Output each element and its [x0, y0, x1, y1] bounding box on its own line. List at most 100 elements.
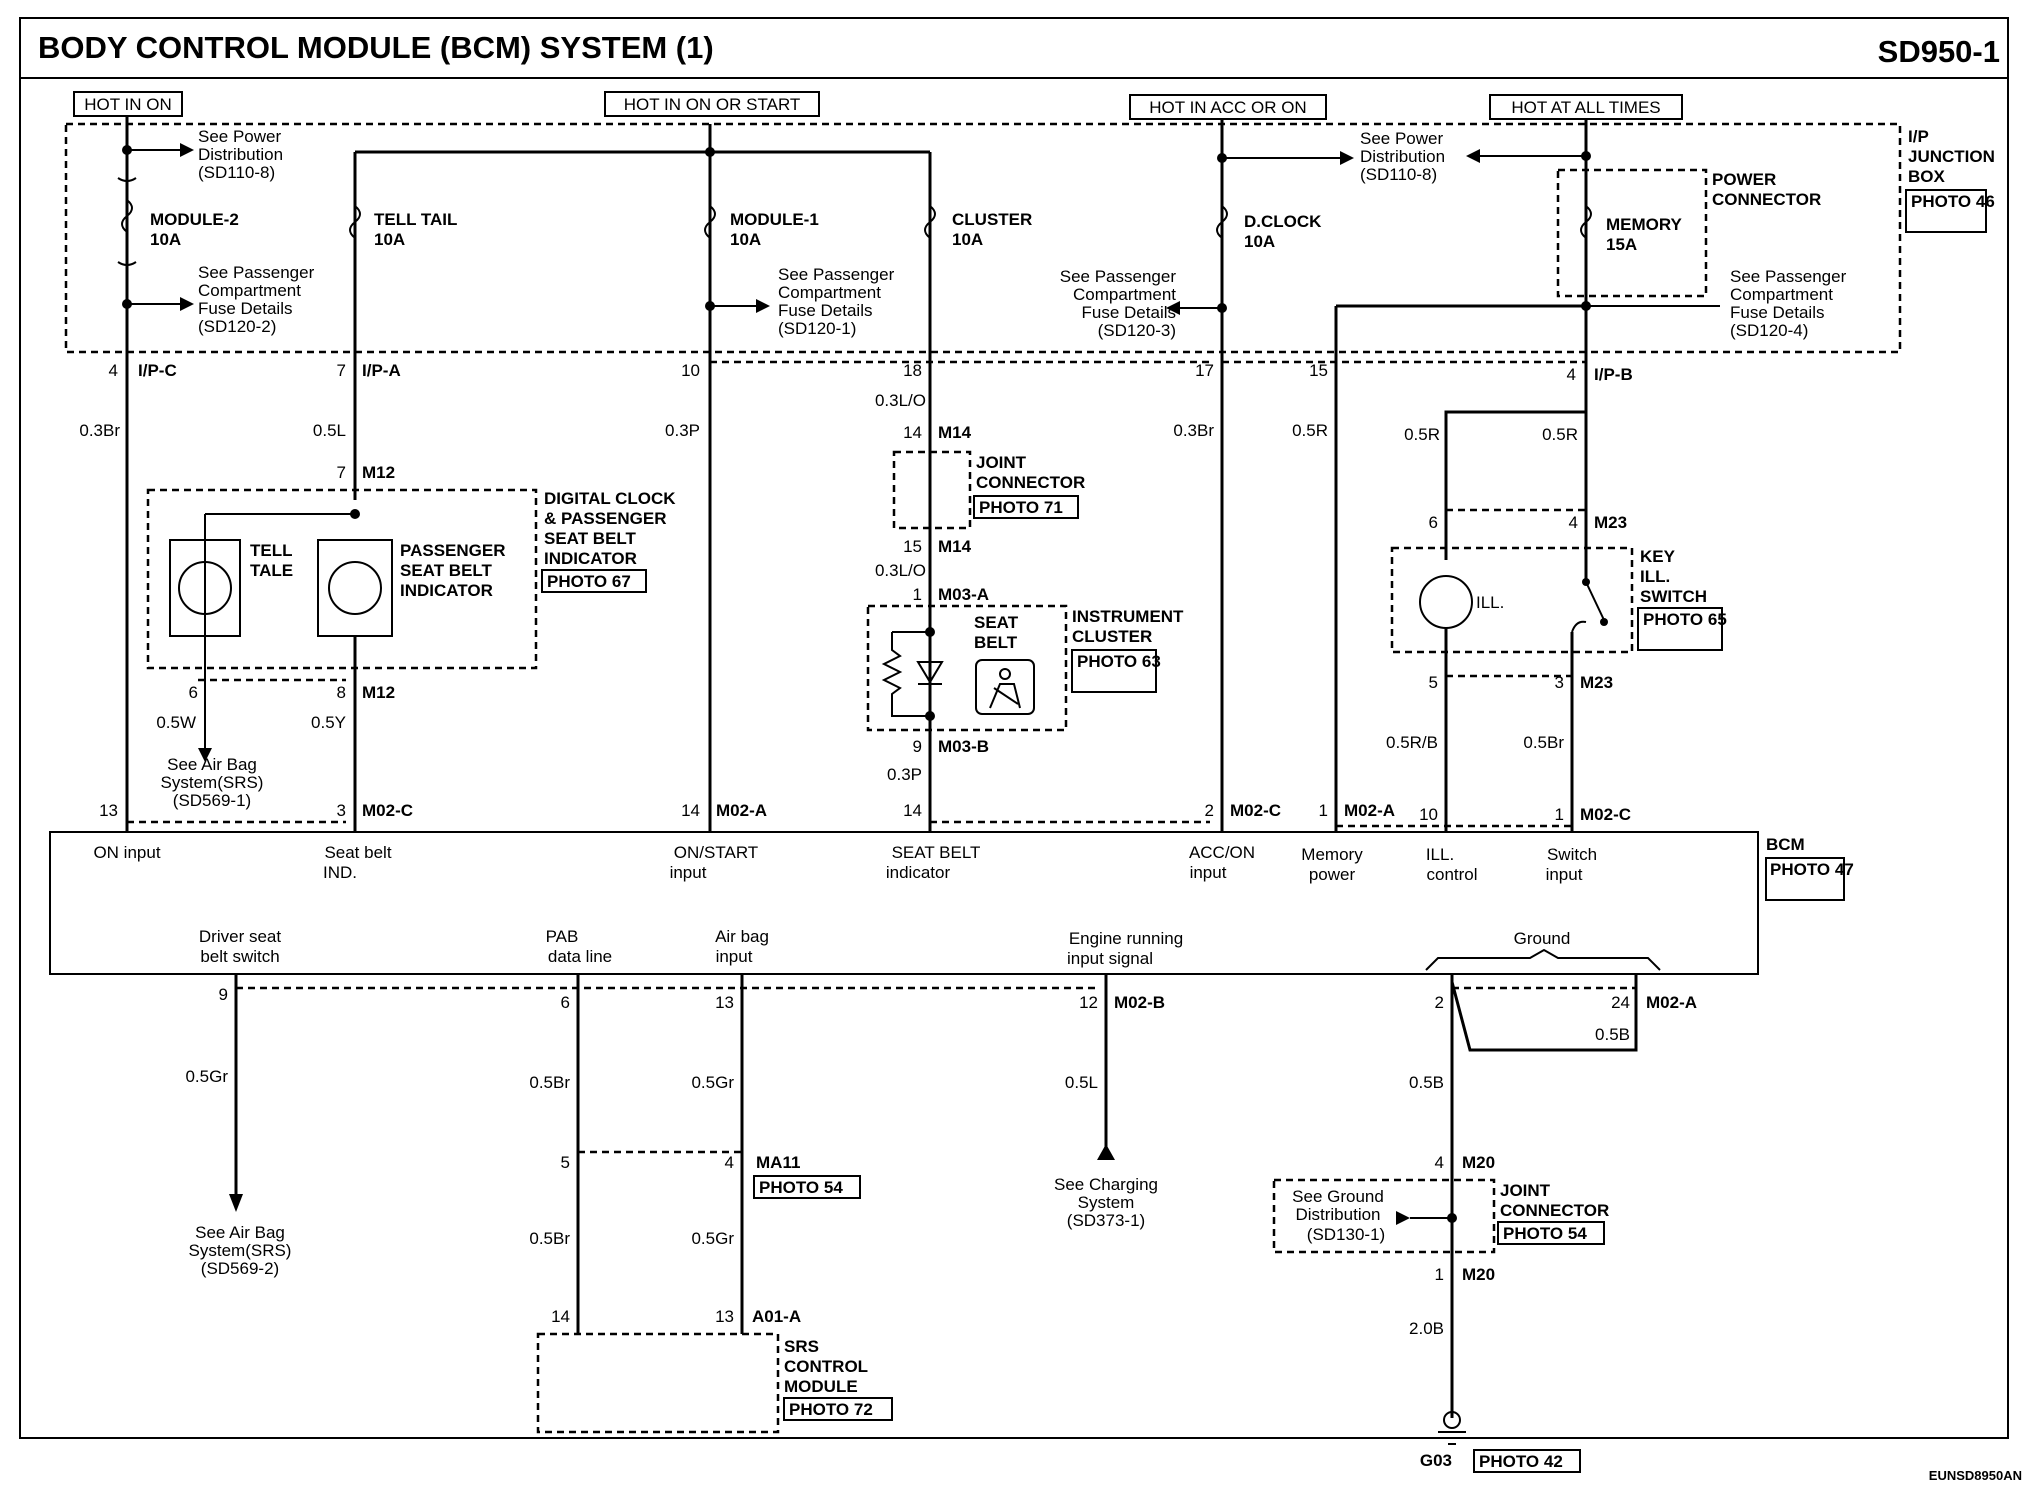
fuse-name: D.CLOCK	[1244, 212, 1322, 231]
ground-bracket	[1425, 948, 1661, 971]
bcm-pin-label: PAB	[546, 927, 579, 946]
joint-connector-label-2: CONNECTOR	[976, 473, 1085, 492]
wire-color: 0.3Br	[79, 421, 120, 440]
ref-text: Compartment	[1073, 285, 1176, 304]
connector-label: M12	[362, 683, 395, 702]
pin-number: 6	[561, 993, 570, 1012]
fuse-icon	[117, 261, 137, 266]
splice-dot	[350, 509, 360, 519]
key-ill-label-2: ILL.	[1640, 567, 1670, 586]
pin-number: 13	[715, 1307, 734, 1326]
pin-number: 2	[1435, 993, 1444, 1012]
wire-color: 2.0B	[1409, 1319, 1444, 1338]
wire-color: 0.5R	[1404, 425, 1440, 444]
ref-text: (SD110-8)	[198, 163, 275, 182]
wire-color: 0.5Gr	[691, 1073, 734, 1092]
fuse-icon	[1216, 205, 1228, 239]
key-ill-outline	[1390, 546, 1634, 654]
pin-number: 8	[337, 683, 346, 702]
connector-label: MA11	[756, 1153, 800, 1172]
pin-number: 6	[1429, 513, 1438, 532]
srs-label-3: MODULE	[784, 1377, 858, 1396]
ref-text: (SD120-3)	[1098, 321, 1176, 340]
arrow-right-icon	[180, 297, 194, 311]
switch-contact	[1600, 618, 1608, 626]
fuse-rating: 10A	[730, 230, 761, 249]
ill-label: ILL.	[1476, 593, 1504, 612]
bulb-icon	[178, 561, 232, 615]
connector-label: M20	[1462, 1265, 1495, 1284]
ref-text: See Power	[1360, 129, 1443, 148]
junction-box-outline	[64, 122, 1902, 354]
seat-belt-label-1: SEAT	[974, 613, 1019, 632]
seat-belt-warning-icon	[999, 668, 1011, 680]
bcm-pin-label: Driver seat	[199, 927, 281, 946]
tell-tale-label-2: TALE	[250, 561, 293, 580]
pin-number: 15	[903, 537, 922, 556]
connector-label: M14	[938, 423, 972, 442]
pin-number: 14	[551, 1307, 570, 1326]
wire-color: 0.3P	[665, 421, 700, 440]
bcm-pin-label: Ground	[1514, 929, 1571, 948]
digital-clock-label-3: SEAT BELT	[544, 529, 637, 548]
led-icon	[916, 661, 944, 684]
ground-terminal-icon	[1443, 1411, 1461, 1429]
fuse-name: MODULE-2	[150, 210, 239, 229]
connector-label: M02-A	[1646, 993, 1697, 1012]
ref-text: (SD120-2)	[198, 317, 276, 336]
wire-color: 0.5Br	[1523, 733, 1564, 752]
wire-color: 0.5R/B	[1386, 733, 1438, 752]
fuse-icon	[924, 205, 936, 239]
arrow-right-icon	[756, 299, 770, 313]
connector-label: A01-A	[752, 1307, 801, 1326]
pin-number: 24	[1611, 993, 1630, 1012]
bcm-module	[49, 831, 1759, 975]
ref-text: (SD130-1)	[1307, 1225, 1385, 1244]
bcm-photo: PHOTO 47	[1770, 860, 1854, 879]
wire-color: 0.5R	[1292, 421, 1328, 440]
hot-in-acc-or-on-label: HOT IN ACC OR ON	[1149, 98, 1306, 117]
wire-color: 0.5Y	[311, 713, 346, 732]
connector-label: M02-C	[1230, 801, 1281, 820]
ref-text: See Power	[198, 127, 281, 146]
ref-text: (SD120-4)	[1730, 321, 1808, 340]
splice-dot	[925, 711, 935, 721]
arrow-right-icon	[180, 143, 194, 157]
fuse-rating: 10A	[374, 230, 405, 249]
wire-color: 0.5Br	[529, 1229, 570, 1248]
connector-label: M23	[1594, 513, 1627, 532]
passenger-label-1: PASSENGER	[400, 541, 506, 560]
bcm-pin-label: ACC/ON	[1189, 843, 1255, 862]
tell-tale-label-1: TELL	[250, 541, 293, 560]
bcm-pin-label: Air bag	[715, 927, 769, 946]
page-code: SD950-1	[1878, 34, 2000, 69]
fuse-rating: 10A	[1244, 232, 1275, 251]
ref-text: System(SRS)	[189, 1241, 292, 1260]
bcm-pin-label: indicator	[886, 863, 951, 882]
connector-label: M02-A	[716, 801, 767, 820]
page-title: BODY CONTROL MODULE (BCM) SYSTEM (1)	[38, 30, 714, 65]
joint-connector-2-label-1: JOINT	[1500, 1181, 1551, 1200]
pin-number: 4	[1569, 513, 1578, 532]
fuse-icon	[117, 177, 137, 182]
fuse-rating: 15A	[1606, 235, 1637, 254]
wire-color: 0.5B	[1409, 1073, 1444, 1092]
pin-number: 17	[1195, 361, 1214, 380]
arrow-down-icon	[229, 1194, 243, 1212]
junction-box-photo: PHOTO 46	[1911, 192, 1995, 211]
pin-number: 1	[1435, 1265, 1444, 1284]
passenger-label-2: SEAT BELT	[400, 561, 493, 580]
pin-number: 15	[1309, 361, 1328, 380]
junction-box-label-1: I/P	[1908, 127, 1929, 146]
bcm-pin-label: Engine running	[1069, 929, 1183, 948]
ref-text: (SD569-2)	[201, 1259, 279, 1278]
ref-text: System(SRS)	[161, 773, 264, 792]
ref-text: See Passenger	[778, 265, 895, 284]
wire-color: 0.5B	[1595, 1025, 1630, 1044]
ref-text: See Air Bag	[167, 755, 257, 774]
ref-text: See Passenger	[1730, 267, 1847, 286]
ref-text: Compartment	[198, 281, 301, 300]
pin-number: 6	[189, 683, 198, 702]
digital-clock-outline	[146, 488, 538, 670]
